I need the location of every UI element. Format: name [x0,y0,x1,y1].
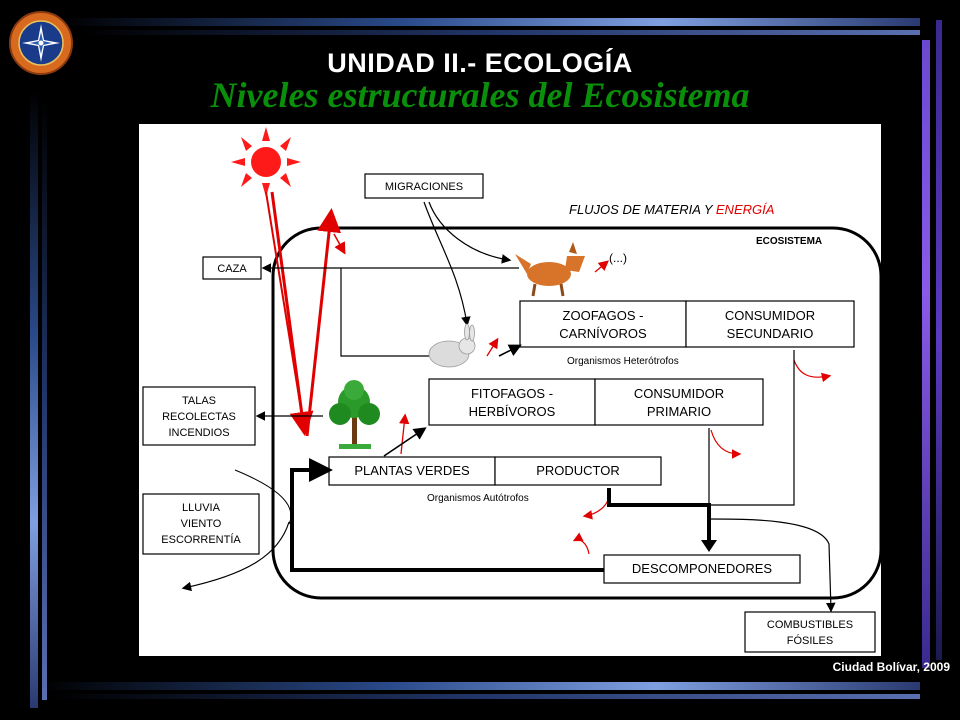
caza-box [202,256,262,280]
decor-bar-right [922,40,930,668]
rabbit-icon [428,323,476,368]
consumidor-primario-box [594,378,764,426]
consumidor-pri-line2: PRIMARIO [647,404,711,419]
heterotrofos-label: Organismos Heterótrofos [567,356,679,367]
combustibles-line2: FÓSILES [787,634,833,647]
decor-bar-left-thin [42,100,47,700]
productor-label: PRODUCTOR [536,463,620,478]
consumidor-secundario-box [685,300,855,348]
lluvia-line1: LLUVIA [182,502,221,514]
combustibles-line1: COMBUSTIBLES [767,619,853,631]
decor-bar-right-thin [936,20,942,660]
lluvia-box [142,493,260,555]
plantas-verdes-box [328,456,496,486]
decor-bar-top-thin [80,30,920,35]
caza-label: CAZA [217,263,247,275]
decor-bar-top [60,18,920,26]
decor-bar-bottom [40,682,920,690]
consumidor-sec-line1: CONSUMIDOR [725,308,815,323]
university-seal-icon [9,11,73,75]
consumidor-pri-line1: CONSUMIDOR [634,386,724,401]
migraciones-box [364,173,484,199]
consumidor-sec-line2: SECUNDARIO [727,326,814,341]
combustibles-box [744,611,876,653]
fitofagos-line2: HERBÍVOROS [469,404,556,419]
page-title: Niveles estructurales del Ecosistema [210,75,750,115]
decor-bar-bottom-thin [50,694,920,699]
productor-box [494,456,662,486]
descomponedores-box [603,554,801,584]
migraciones-label: MIGRACIONES [385,181,463,193]
autotrofos-label: Organismos Autótrofos [427,493,529,504]
zoofagos-line2: CARNÍVOROS [559,326,647,341]
decor-bar-left [30,90,38,708]
fox-icon [515,242,585,297]
talas-box [142,386,256,446]
zoofagos-line1: ZOOFAGOS - [563,308,644,323]
fitofagos-box [428,378,596,426]
ecosystem-label: ECOSISTEMA [756,236,822,247]
sun-icon [231,127,301,197]
talas-line2: RECOLECTAS [162,411,236,423]
lluvia-line3: ESCORRENTÍA [161,533,241,546]
unit-title: UNIDAD II.- ECOLOGÍA [327,48,633,78]
diagram-panel: FLUJOS DE MATERIA Y ENERGÍA ECOSISTEMA M… [139,124,883,656]
zoofagos-box [519,300,687,348]
tree-icon [329,380,380,449]
flow-title: FLUJOS DE MATERIA Y ENERGÍA [569,202,774,217]
ecosystem-diagram: FLUJOS DE MATERIA Y ENERGÍA ECOSISTEMA M… [142,127,883,653]
reflected-energy-arrow [305,208,341,437]
footer-credit: Ciudad Bolívar, 2009 [832,660,950,674]
talas-line1: TALAS [182,395,216,407]
ellipsis-label: (...) [609,251,627,265]
plantas-label: PLANTAS VERDES [354,463,470,478]
lluvia-line2: VIENTO [181,518,222,530]
fitofagos-line1: FITOFAGOS - [471,386,553,401]
talas-line3: INCENDIOS [168,427,229,439]
descomponedores-label: DESCOMPONEDORES [632,561,772,576]
